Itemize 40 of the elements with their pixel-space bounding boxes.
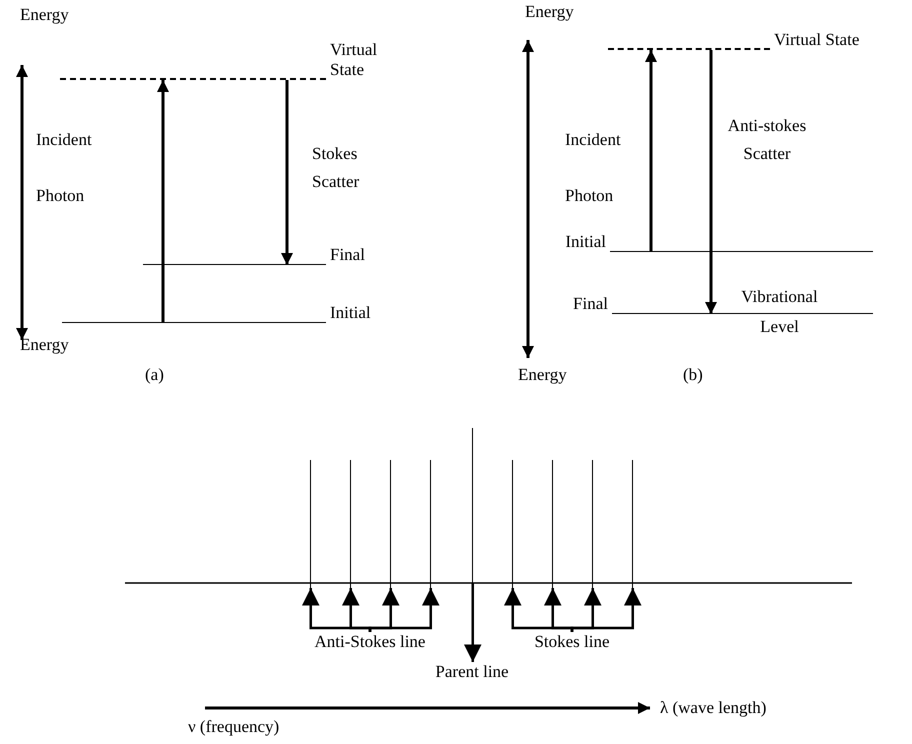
axis-label: Energy [525,2,574,22]
spectral-line [592,460,593,588]
spectral-line [552,460,553,588]
spectrum-line-label: Anti-Stokes line [314,632,426,652]
axis-label: Energy [20,5,69,25]
spectral-line [310,460,311,588]
level-label: Final [572,294,609,314]
spectral-line [472,428,473,583]
axis-label: ν (frequency) [188,717,280,737]
bracket-leader-line [570,588,642,632]
axis-label: Energy [518,365,567,385]
spectral-line [512,460,513,588]
transition-label: Incident Photon [36,129,93,207]
bracket-leader-line [368,588,440,632]
spectrum-line-label: Stokes line [534,632,610,652]
bracket-leader-line [342,588,372,632]
axis-label: λ (wave length) [660,698,766,718]
level-label: Initial [564,232,607,252]
transition-arrow [281,80,293,265]
level-label: Initial [329,303,372,323]
panel-label: (a) [145,365,164,385]
spectral-line [430,460,431,588]
arrow [464,583,482,662]
panel-label: (b) [683,365,703,385]
spectrum-line-label: Parent line [435,662,509,682]
spectral-line [350,460,351,588]
level-label: Virtual State [329,40,378,80]
transition-label: Stokes Scatter [312,143,360,193]
axis-label: Energy [20,335,69,355]
bracket-leader-line [544,588,574,632]
transition-arrow [645,50,657,252]
spectral-line [632,460,633,588]
transition-label: Incident Photon [565,129,622,207]
transition-arrow [157,80,169,323]
level-label: Virtual State [773,30,860,50]
level-annotation: Vibrational Level [740,286,819,338]
level-label: Final [329,245,366,265]
transition-label: Anti-stokes Scatter [726,115,808,165]
transition-arrow [705,50,717,314]
spectral-line [390,460,391,588]
